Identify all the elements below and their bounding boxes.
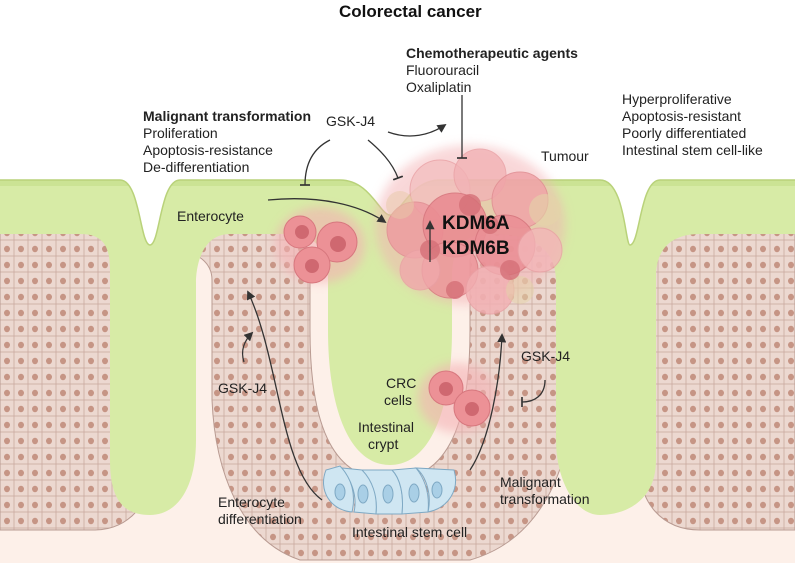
- arrow-enterocyte-differentiation: [246, 290, 323, 501]
- malignant-transformation-line2: transformation: [500, 491, 590, 507]
- inhibit-gsk-right: [521, 379, 546, 408]
- tumour-trait: Apoptosis-resistant: [622, 108, 742, 124]
- arrow-gsk-to-chemo: [387, 123, 447, 137]
- crc-cells-cluster: [418, 363, 498, 433]
- malignant-item: Apoptosis-resistance: [143, 142, 273, 158]
- chemo-heading: Chemotherapeutic agents: [406, 45, 578, 61]
- kdm6a-label: KDM6A: [442, 213, 510, 234]
- gsk-j4-label-left: GSK-J4: [218, 380, 268, 396]
- arrow-enterocyte-to-tumour: [267, 198, 387, 224]
- inhibit-gsk-malignant: [299, 139, 331, 186]
- pathway-arrows: [241, 95, 546, 501]
- stem-cells: [323, 465, 456, 515]
- kdm6b-label: KDM6B: [442, 238, 510, 259]
- enterocyte-label: Enterocyte: [177, 208, 244, 224]
- tumour-trait: Intestinal stem cell-like: [622, 142, 763, 158]
- malignant-item: De-differentiation: [143, 159, 250, 175]
- tumour-trait: Hyperproliferative: [622, 91, 732, 107]
- crc-cells-label-line2: cells: [384, 392, 413, 408]
- arrow-gsk-left: [241, 331, 254, 363]
- enterocyte-differentiation-line2: differentiation: [218, 511, 302, 527]
- tumour-trait: Poorly differentiated: [622, 125, 747, 141]
- tumour-mass: [375, 145, 565, 315]
- enterocyte-differentiation-line1: Enterocyte: [218, 494, 285, 510]
- arrow-malignant-transformation: [469, 333, 507, 471]
- intestinal-crypt-label-line1: Intestinal: [358, 419, 415, 435]
- malignant-heading: Malignant transformation: [143, 108, 312, 124]
- crc-cells-label-line1: CRC: [386, 375, 417, 391]
- intestinal-stem-cell-label: Intestinal stem cell: [352, 524, 468, 540]
- malignant-item: Proliferation: [143, 125, 218, 141]
- figure-title: Colorectal cancer: [339, 2, 482, 21]
- gsk-j4-label-top: GSK-J4: [326, 113, 376, 129]
- inhibit-gsk-tumour: [367, 139, 404, 181]
- gsk-j4-label-right: GSK-J4: [521, 348, 571, 364]
- intestinal-crypt-label-line2: crypt: [368, 436, 399, 452]
- chemo-item: Oxaliplatin: [406, 79, 472, 95]
- chemo-item: Fluorouracil: [406, 62, 480, 78]
- tumour-label: Tumour: [541, 148, 589, 164]
- enterocyte-cluster: [275, 207, 365, 284]
- lumen: [0, 180, 795, 515]
- malignant-transformation-line1: Malignant: [500, 474, 561, 490]
